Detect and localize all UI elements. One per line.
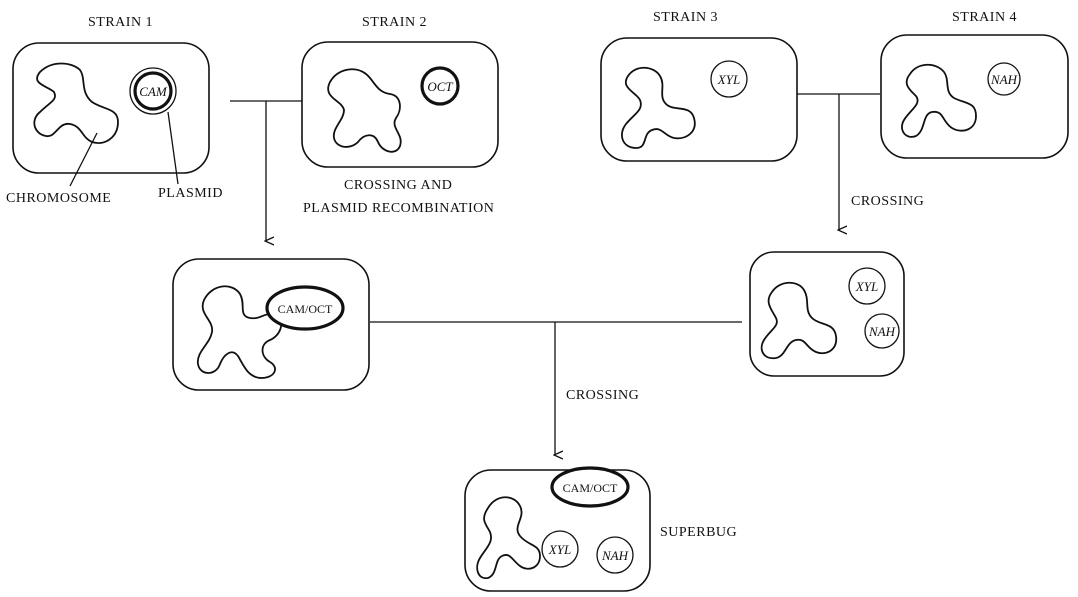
xyl-plasmid-label: XYL xyxy=(717,72,740,87)
superbug-label: SUPERBUG xyxy=(660,525,737,540)
strain-1-label: STRAIN 1 xyxy=(88,15,153,30)
strain-2-label: STRAIN 2 xyxy=(362,15,427,30)
oct-plasmid-label: OCT xyxy=(427,79,453,94)
strain-2-cell: STRAIN 2 OCT xyxy=(302,15,498,167)
nah-plasmid-label: NAH xyxy=(601,548,629,563)
recombinant-cell-right: XYL NAH xyxy=(750,252,904,376)
crossing-recombination-label-line2: PLASMID RECOMBINATION xyxy=(303,201,494,216)
chromosome-label: CHROMOSOME xyxy=(6,191,111,206)
cell-body xyxy=(881,35,1068,158)
crossing-recombination-label-line1: CROSSING AND xyxy=(344,178,452,193)
nah-plasmid-label: NAH xyxy=(990,72,1018,87)
cell-body xyxy=(13,43,209,173)
strain-3-cell: STRAIN 3 XYL xyxy=(601,10,797,161)
cam-plasmid-label: CAM xyxy=(139,84,168,99)
crossing-label-right: CROSSING xyxy=(851,194,924,209)
nah-plasmid-label: NAH xyxy=(868,324,896,339)
strain-4-label: STRAIN 4 xyxy=(952,10,1017,25)
xyl-plasmid-label: XYL xyxy=(548,542,571,557)
superbug-cell: CAM/OCT XYL NAH xyxy=(465,468,650,591)
xyl-plasmid-label: XYL xyxy=(855,279,878,294)
cam-oct-plasmid-label: CAM/OCT xyxy=(278,302,333,316)
crossing-label-bottom: CROSSING xyxy=(566,388,639,403)
cam-oct-plasmid-label: CAM/OCT xyxy=(563,481,618,495)
strain-4-cell: STRAIN 4 NAH xyxy=(881,10,1068,158)
strain-3-label: STRAIN 3 xyxy=(653,10,718,25)
plasmid-label: PLASMID xyxy=(158,186,223,201)
recombinant-cell-left: CAM/OCT xyxy=(173,259,369,390)
strain-1-cell: STRAIN 1 CAM xyxy=(13,15,209,173)
